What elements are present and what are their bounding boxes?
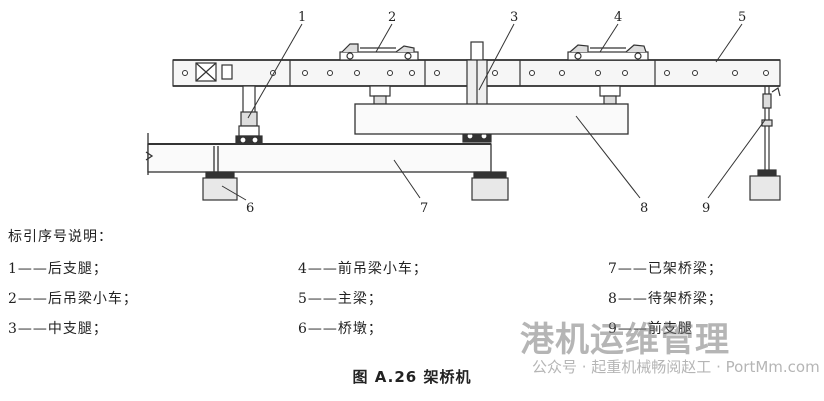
legend-item-1: 1——后支腿； bbox=[8, 261, 108, 277]
erected-bridge-beam bbox=[145, 133, 492, 175]
beam-to-be-erected bbox=[354, 103, 629, 135]
callout-leaders bbox=[221, 23, 766, 201]
girder-holes bbox=[182, 70, 769, 76]
legend-item-8: 8——待架桥梁； bbox=[608, 291, 723, 307]
legend-item-7: 7——已架桥梁； bbox=[608, 261, 723, 277]
figure-caption: 图 A.26 架桥机 bbox=[352, 368, 472, 386]
bridge-erecting-machine-diagram: 1 2 3 4 5 6 7 8 9 bbox=[145, 10, 781, 216]
callout-7: 7 bbox=[420, 201, 428, 216]
legend-item-9: 9——前支腿 bbox=[608, 321, 693, 337]
callout-5: 5 bbox=[738, 10, 746, 25]
front-support-leg bbox=[749, 86, 781, 201]
front-lifting-trolley bbox=[567, 44, 649, 61]
bridge-piers bbox=[202, 171, 509, 201]
legend-item-3: 3——中支腿； bbox=[8, 321, 108, 337]
legend-item-6: 6——桥墩； bbox=[298, 321, 383, 337]
callout-2: 2 bbox=[388, 10, 396, 25]
legend-item-4: 4——前吊梁小车； bbox=[298, 261, 428, 277]
callout-9: 9 bbox=[702, 201, 710, 216]
callout-8: 8 bbox=[640, 201, 648, 216]
legend-item-2: 2——后吊梁小车； bbox=[8, 291, 138, 307]
rear-support-leg bbox=[235, 85, 263, 145]
callout-6: 6 bbox=[246, 201, 254, 216]
watermark-sub: 公众号 · 起重机械畅阅赵工 · PortMm.com bbox=[532, 358, 820, 376]
rear-lifting-trolley bbox=[339, 43, 419, 61]
watermark-main: 港机运维管理 bbox=[520, 320, 730, 360]
callout-1: 1 bbox=[298, 10, 306, 25]
callout-numbers: 1 2 3 4 5 6 7 8 9 bbox=[246, 10, 746, 216]
callout-4: 4 bbox=[614, 10, 622, 25]
legend-item-5: 5——主梁； bbox=[298, 291, 383, 307]
callout-3: 3 bbox=[510, 10, 518, 25]
legend-title: 标引序号说明： bbox=[8, 229, 113, 245]
hoisting-blocks bbox=[369, 85, 621, 105]
